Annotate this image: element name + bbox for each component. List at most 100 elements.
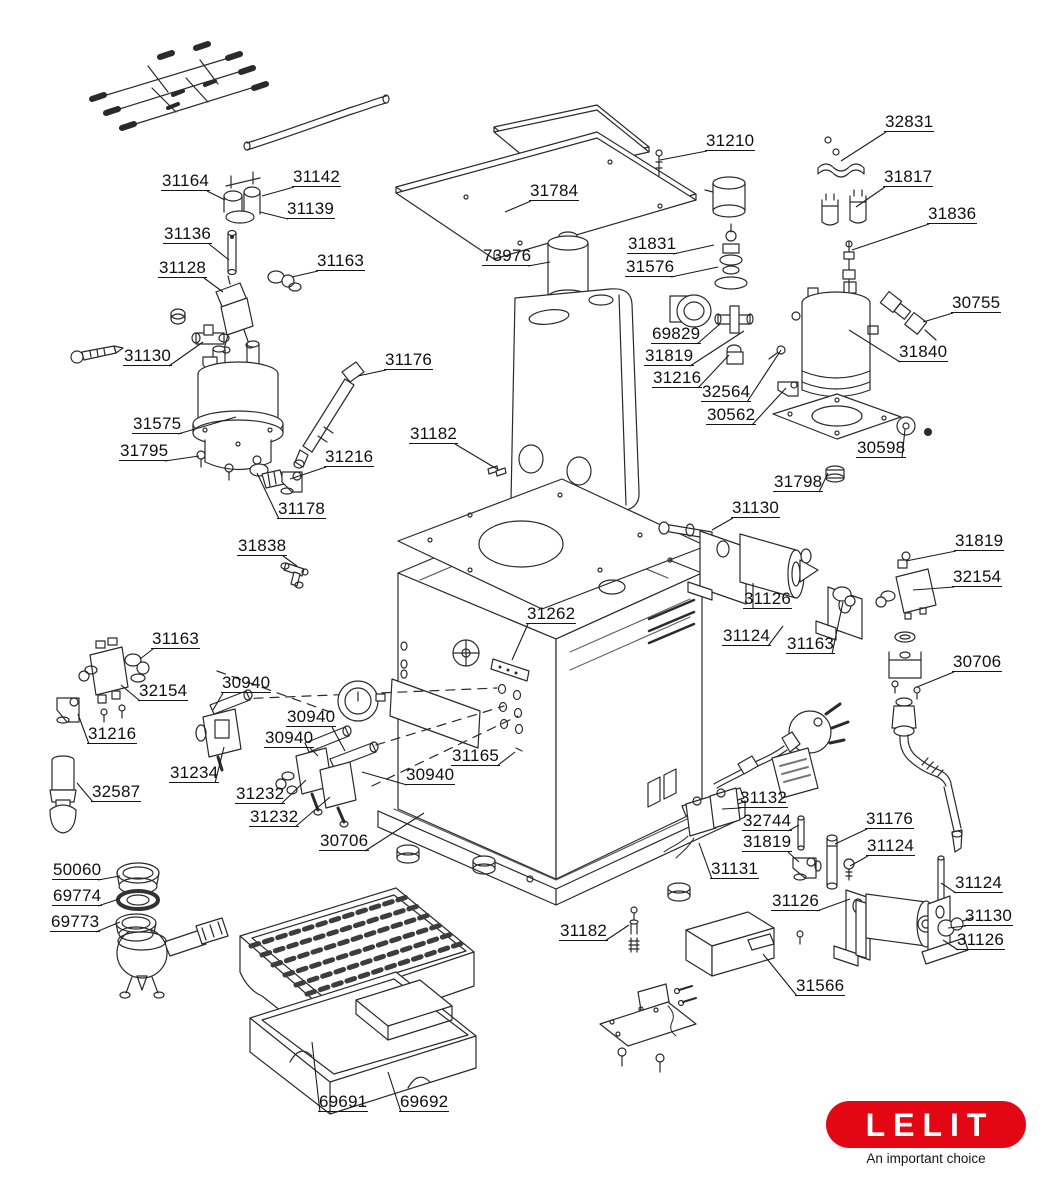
valve-31164-art	[223, 171, 261, 224]
part-label-31165: 31165	[451, 746, 501, 766]
part-label-69774: 69774	[52, 886, 103, 906]
lid-large-art	[395, 131, 697, 260]
part-label-31182: 31182	[409, 424, 459, 444]
pressure-gauge-art	[337, 680, 386, 722]
part-label-31176: 31176	[865, 809, 915, 829]
part-label-31124: 31124	[954, 873, 1004, 893]
leader-line-31182	[454, 443, 498, 470]
part-label-31838: 31838	[237, 536, 288, 556]
leader-line-31126	[816, 898, 851, 912]
leader-line-69773	[95, 921, 121, 933]
tee-31130-left-art	[191, 324, 230, 345]
wiring-harness-art	[89, 41, 269, 131]
part-label-31795: 31795	[119, 441, 170, 461]
front-panel-art	[389, 639, 530, 752]
leader-line-31216	[77, 713, 90, 745]
part-label-30706: 30706	[952, 652, 1003, 672]
part-label-31176: 31176	[384, 350, 434, 370]
part-label-32587: 32587	[91, 782, 142, 802]
leader-line-31831	[672, 244, 715, 255]
pump-mid-art	[658, 521, 819, 605]
basket-69773-art	[115, 913, 157, 942]
fitting-31163-left-art	[124, 653, 150, 683]
leader-line-31216	[697, 354, 730, 389]
bracket-31163-mid-art	[815, 586, 863, 641]
part-label-69773: 69773	[50, 912, 101, 932]
leader-line-31784	[504, 200, 532, 213]
screw-far-left-art	[70, 345, 124, 364]
washer-30598-art	[896, 416, 932, 436]
part-label-31819: 31819	[954, 531, 1005, 551]
leader-line-31131	[698, 842, 713, 880]
leader-line-31178	[256, 472, 280, 520]
part-label-31130: 31130	[123, 346, 173, 366]
part-label-31831: 31831	[627, 234, 678, 254]
part-label-69692: 69692	[399, 1092, 450, 1112]
pressurestat-art	[669, 294, 754, 334]
part-label-31216: 31216	[652, 368, 703, 388]
leader-line-32154	[120, 684, 141, 702]
leader-line-31817	[855, 186, 886, 208]
leader-line-31176	[834, 828, 868, 845]
leader-line-30940	[309, 747, 319, 757]
screws-31182-bottom-art	[628, 906, 640, 953]
solenoid-right-art	[875, 551, 937, 620]
pin-32744-art	[797, 815, 805, 851]
leader-line-31130	[168, 341, 204, 367]
part-label-31216: 31216	[324, 447, 375, 467]
leader-line-31165	[496, 751, 516, 767]
expansion-valve-right-art	[888, 631, 963, 853]
brew-group-art	[192, 340, 284, 481]
leader-line-31575	[177, 416, 237, 435]
part-label-31566: 31566	[795, 976, 846, 996]
leader-line-69774	[97, 898, 120, 907]
tee-31838-art	[280, 562, 309, 589]
part-label-30598: 30598	[856, 438, 907, 458]
part-label-31840: 31840	[898, 342, 949, 362]
leader-line-30940	[212, 692, 224, 711]
part-label-31163: 31163	[786, 634, 836, 654]
part-label-31216: 31216	[87, 724, 138, 744]
leader-line-32564	[746, 349, 782, 403]
part-label-31128: 31128	[158, 258, 208, 278]
leader-line-69829	[696, 323, 721, 345]
drip-tray-art	[249, 971, 477, 1115]
leader-line-31164	[206, 190, 226, 201]
elbow-30562-art	[777, 381, 799, 397]
part-label-31232: 31232	[235, 784, 286, 804]
leader-line-31142	[261, 186, 295, 197]
valve-31234-art	[195, 689, 253, 772]
leader-line-31210	[659, 150, 708, 161]
leader-line-31124	[767, 625, 784, 647]
part-label-31126: 31126	[956, 930, 1006, 950]
fitting-31163-top-art	[267, 270, 302, 292]
leader-line-31798	[818, 472, 829, 493]
part-label-31139: 31139	[286, 199, 336, 219]
leader-line-31576	[670, 266, 719, 278]
part-label-31124: 31124	[866, 836, 916, 856]
part-label-31163: 31163	[316, 251, 366, 271]
part-label-31817: 31817	[883, 167, 934, 187]
part-label-31819: 31819	[644, 346, 695, 366]
part-label-32831: 32831	[884, 112, 935, 132]
leader-line-69691	[311, 1041, 321, 1113]
leader-line-31836	[851, 223, 930, 251]
part-label-31131: 31131	[710, 859, 760, 879]
leader-line-31136	[208, 243, 230, 261]
fitting-31216-right-art	[726, 344, 744, 365]
part-label-31798: 31798	[773, 472, 824, 492]
part-label-31836: 31836	[927, 204, 978, 224]
leader-line-31132	[721, 807, 742, 810]
tube-31136-art	[227, 229, 237, 276]
leader-line-31163	[139, 648, 154, 660]
part-label-31262: 31262	[526, 604, 577, 624]
leader-line-31819	[689, 330, 745, 367]
leader-line-32154	[912, 586, 955, 591]
elbow-31216-left-art	[56, 697, 80, 724]
part-label-31130: 31130	[731, 498, 781, 518]
drip-grid-art	[239, 887, 475, 1041]
part-label-31126: 31126	[771, 891, 821, 911]
part-label-30562: 30562	[706, 405, 757, 425]
